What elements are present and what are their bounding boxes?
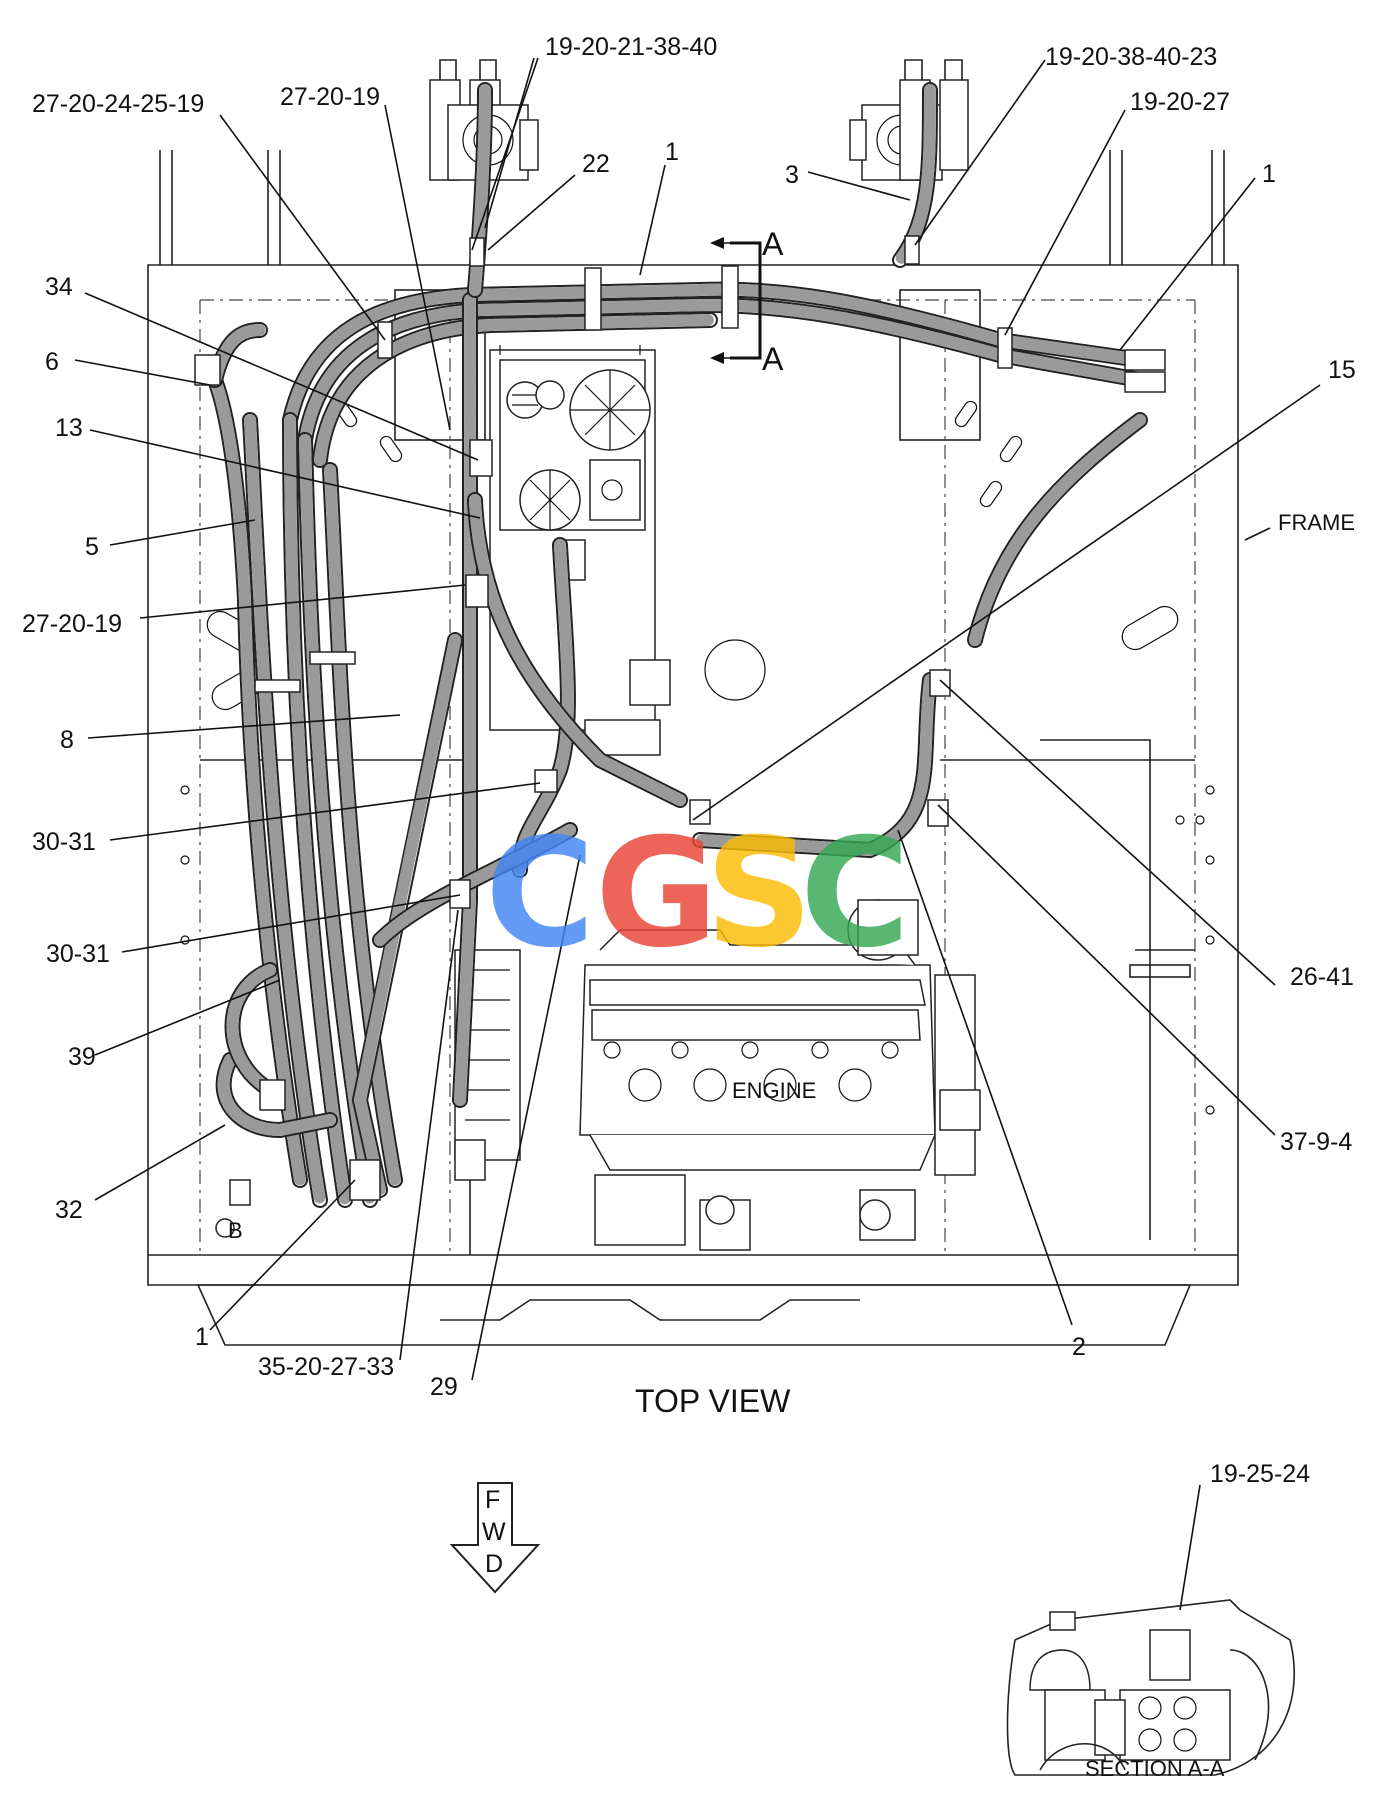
callout-19-20-21-38-40: 19-20-21-38-40 [545, 33, 717, 61]
clamps [194, 235, 1166, 1238]
section-cut-label-top: A [762, 226, 784, 262]
hose-bundle [207, 82, 1148, 1208]
callout-27-20-19-mid: 27-20-19 [22, 610, 122, 638]
callout-22: 22 [582, 150, 610, 178]
callout-13: 13 [55, 414, 83, 442]
callout-30-31-a: 30-31 [32, 828, 96, 856]
hydraulic-tank [489, 345, 671, 756]
callout-30-31-b: 30-31 [46, 940, 110, 968]
callout-32: 32 [55, 1196, 83, 1224]
top-view-title: TOP VIEW [635, 1383, 791, 1419]
callout-6: 6 [45, 348, 59, 376]
watermark-logo: C G S C [485, 807, 910, 981]
callout-34: 34 [45, 273, 73, 301]
engine-label: ENGINE [732, 1078, 816, 1103]
frame-label: FRAME [1278, 510, 1355, 535]
callout-15: 15 [1328, 356, 1356, 384]
callout-labels: 19-20-21-38-40 19-20-38-40-23 19-20-27 2… [22, 33, 1356, 1401]
callout-27-20-19-top: 27-20-19 [280, 83, 380, 111]
callout-5: 5 [85, 533, 99, 561]
callout-1-right: 1 [1262, 160, 1276, 188]
watermark-letter-2: G [595, 807, 718, 981]
callout-19-20-38-40-23: 19-20-38-40-23 [1045, 43, 1217, 71]
fwd-letter-2: W [482, 1518, 506, 1546]
forward-arrow: F W D [449, 1482, 541, 1594]
callout-26-41: 26-41 [1290, 963, 1354, 991]
callout-29: 29 [430, 1373, 458, 1401]
section-aa-inset: 19-25-24 SECTION A-A [1006, 1460, 1310, 1781]
fwd-letter-1: F [485, 1486, 500, 1514]
fwd-letter-3: D [485, 1550, 503, 1578]
leader-lines [74, 57, 1321, 1611]
callout-8: 8 [60, 726, 74, 754]
callout-1-top: 1 [665, 138, 679, 166]
callout-2: 2 [1072, 1333, 1086, 1361]
engine-block [454, 899, 981, 1251]
callout-19-20-27: 19-20-27 [1130, 88, 1230, 116]
section-aa-title: SECTION A-A [1085, 1756, 1225, 1781]
callout-1-bottom: 1 [195, 1323, 209, 1351]
callout-3: 3 [785, 161, 799, 189]
section-callout-19-25-24: 19-25-24 [1210, 1460, 1310, 1488]
callout-27-20-24-25-19: 27-20-24-25-19 [32, 90, 204, 118]
callout-b: B [228, 1218, 243, 1243]
section-cut-label-bottom: A [762, 341, 784, 377]
watermark-letter-4: C [800, 807, 910, 981]
top-right-mount [849, 59, 969, 181]
callout-39: 39 [68, 1043, 96, 1071]
watermark-letter-1: C [485, 807, 595, 981]
callout-35-20-27-33: 35-20-27-33 [258, 1353, 394, 1381]
watermark-letter-3: S [705, 807, 813, 981]
callout-37-9-4: 37-9-4 [1280, 1128, 1352, 1156]
section-cut-markers: A A [710, 226, 784, 377]
